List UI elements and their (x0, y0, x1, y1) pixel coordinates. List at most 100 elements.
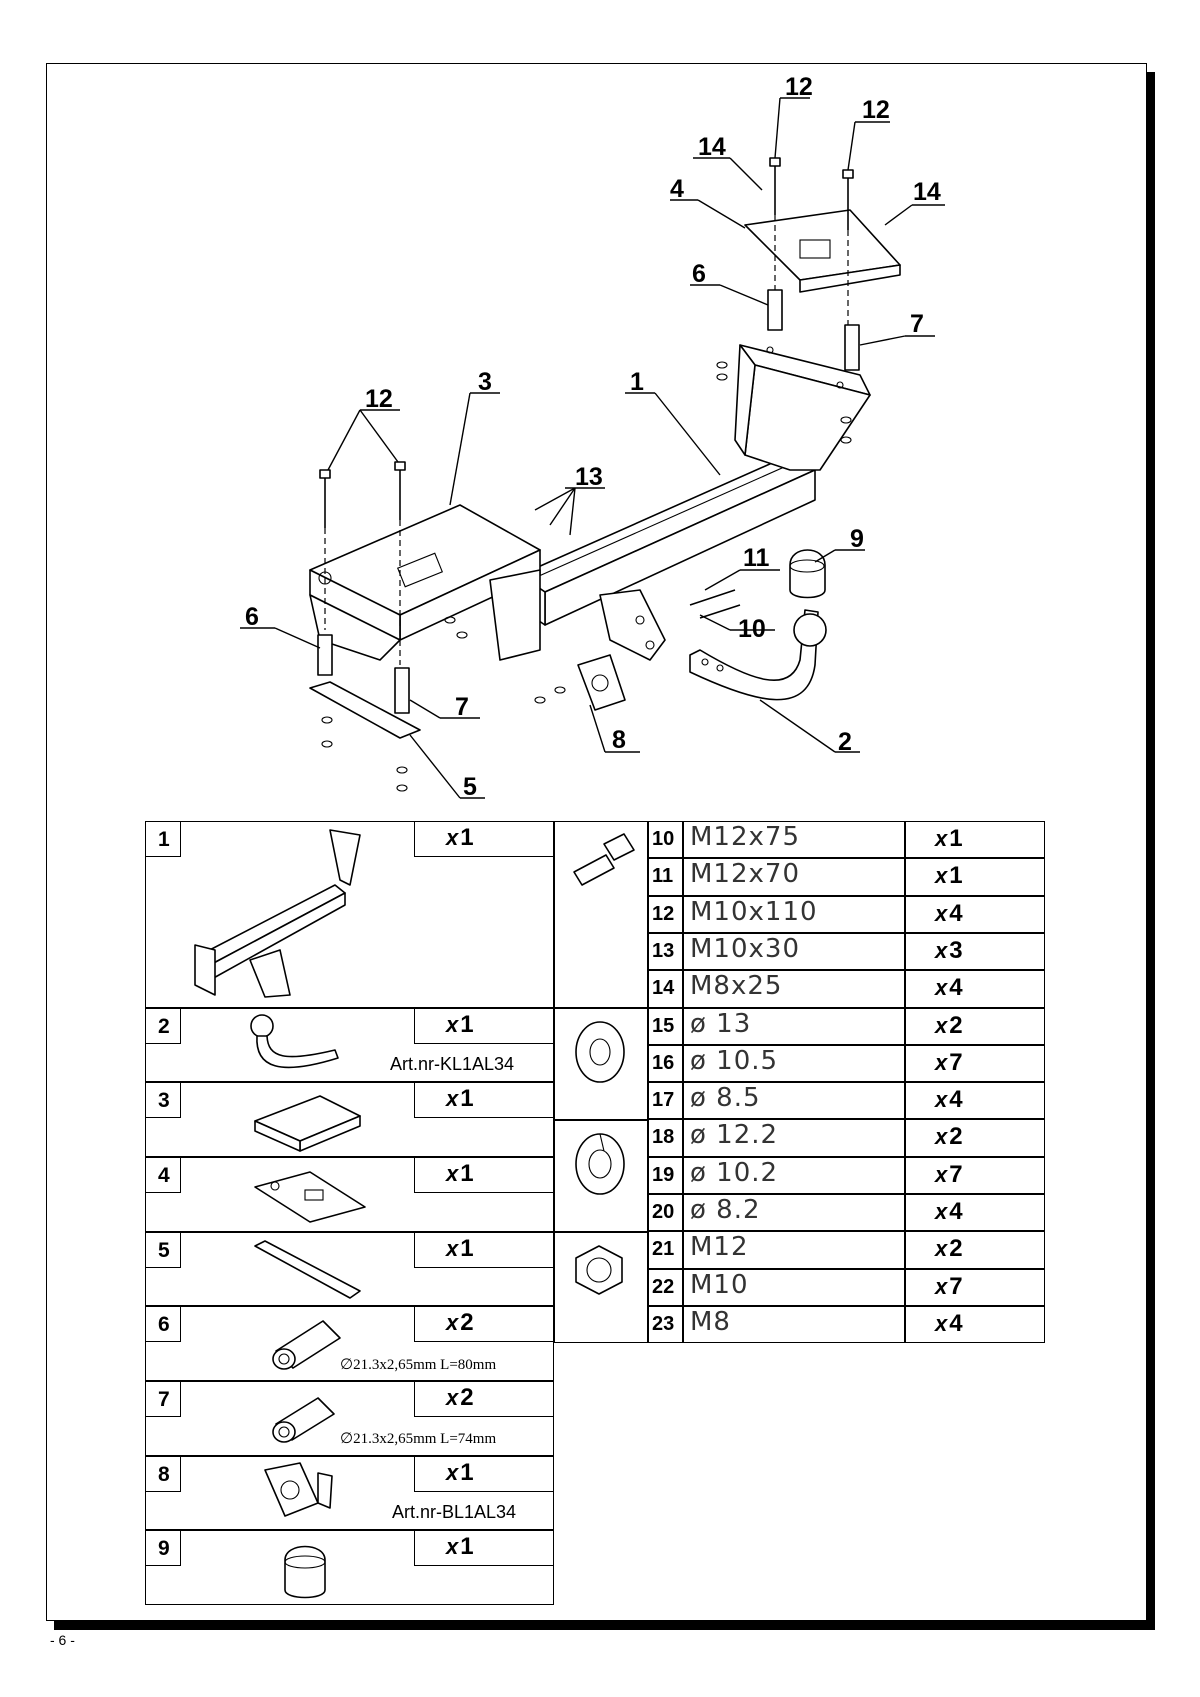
hardware-number: 18 (652, 1126, 675, 1148)
hardware-number: 14 (652, 977, 675, 999)
callout-8: 8 (612, 726, 626, 754)
part-qty-box-5 (414, 1232, 554, 1268)
hardware-num-cell (648, 821, 683, 858)
part-number: 1 (158, 828, 170, 851)
hardware-qty-cell (905, 896, 1045, 933)
hardware-qty-cell (905, 821, 1045, 858)
callout-3: 3 (478, 368, 492, 396)
hardware-quantity: x7 (935, 1273, 963, 1300)
hardware-quantity: x1 (935, 862, 963, 889)
part-qty-box-8 (414, 1456, 554, 1492)
leader-lines (240, 97, 945, 799)
part-quantity: x1 (446, 1160, 474, 1187)
hardware-size-cell (683, 970, 905, 1008)
spring-washer-icon (575, 1133, 625, 1195)
part-num-box-5 (145, 1232, 181, 1268)
part-quantity: x1 (446, 1085, 474, 1112)
callout-6: 6 (692, 260, 706, 288)
hardware-size: ø 8.5 (690, 1083, 761, 1113)
callout-12: 12 (862, 96, 890, 124)
hardware-size-cell (683, 1008, 905, 1045)
hardware-qty-cell (905, 1194, 1045, 1231)
part-number: 9 (158, 1537, 170, 1560)
spacer-tube-thumbnail (272, 1320, 341, 1370)
bolt-group-cell (554, 821, 648, 1008)
hardware-size: M8x25 (690, 971, 783, 1001)
part-quantity: x2 (446, 1309, 474, 1336)
hardware-num-cell (648, 970, 683, 1008)
hardware-size: M10x30 (690, 934, 800, 964)
part-article-number: Art.nr-BL1AL34 (392, 1502, 517, 1522)
callout-11: 11 (743, 544, 770, 572)
part-qty-box-4 (414, 1157, 554, 1193)
hardware-size-cell (683, 1306, 905, 1343)
hardware-num-cell (648, 858, 683, 896)
callout-5: 5 (463, 773, 477, 801)
callout-12: 12 (785, 73, 813, 101)
flat-plate-thumbnail (254, 1240, 361, 1299)
part-qty-box-3 (414, 1082, 554, 1118)
hardware-quantity: x2 (935, 1235, 963, 1262)
callout-1: 1 (630, 368, 644, 396)
front-bracket-part (309, 504, 541, 661)
part-quantity: x1 (446, 1011, 474, 1038)
hardware-size: ø 10.5 (690, 1046, 779, 1076)
hardware-num-cell (648, 1194, 683, 1231)
hardware-qty-cell (905, 933, 1045, 970)
hardware-size-cell (683, 1082, 905, 1119)
lower-plate-part (489, 569, 541, 661)
hardware-number: 17 (652, 1089, 675, 1111)
hardware-num-cell (648, 933, 683, 970)
hardware-size-cell (683, 1269, 905, 1306)
part-number: 4 (158, 1164, 170, 1187)
part-quantity: x1 (446, 824, 474, 851)
hardware-size: M12x70 (690, 859, 800, 889)
main-beam-part (519, 454, 816, 626)
part-number: 6 (158, 1313, 170, 1336)
hardware-size: M12x75 (690, 822, 800, 852)
drawbar-thumbnail (194, 829, 361, 998)
hardware-size-cell (683, 1231, 905, 1269)
hardware-quantity: x1 (935, 825, 963, 852)
mounting-ears-part (599, 589, 666, 661)
part-num-box-6 (145, 1306, 181, 1342)
hardware-num-cell (648, 1306, 683, 1343)
hardware-size: M8 (690, 1307, 731, 1337)
hardware-size-cell (683, 821, 905, 858)
hardware-size: ø 12.2 (690, 1120, 779, 1150)
hardware-quantity: x2 (935, 1012, 963, 1039)
bolts-part (319, 157, 854, 619)
hardware-size-cell (683, 1194, 905, 1231)
hardware-size-cell (683, 1119, 905, 1157)
alignment-lines (324, 215, 849, 665)
hardware-qty-cell (905, 970, 1045, 1008)
part-num-box-2 (145, 1008, 181, 1044)
hardware-number: 11 (652, 865, 674, 887)
part-num-box-3 (145, 1082, 181, 1118)
part-num-box-9 (145, 1530, 181, 1566)
hardware-size: M10x110 (690, 897, 818, 927)
callout-labels: 12 12 14 14 4 6 7 1 3 12 13 9 11 10 2 8 … (245, 73, 941, 801)
page-number: - 6 - (50, 1632, 75, 1648)
callout-12: 12 (365, 385, 393, 413)
hardware-size: M10 (690, 1270, 749, 1300)
part-number: 5 (158, 1239, 170, 1262)
hardware-number: 13 (652, 940, 675, 962)
hardware-quantity: x4 (935, 900, 963, 927)
part-qty-box-6 (414, 1306, 554, 1342)
hardware-qty-cell (905, 1008, 1045, 1045)
hardware-number: 21 (652, 1238, 675, 1260)
hardware-size-cell (683, 933, 905, 970)
top-plate-thumbnail (254, 1171, 366, 1223)
part-num-box-4 (145, 1157, 181, 1193)
hardware-number: 10 (652, 828, 675, 850)
hardware-qty-cell (905, 1306, 1045, 1343)
hardware-num-cell (648, 1045, 683, 1082)
hardware-quantity: x4 (935, 1198, 963, 1225)
hardware-size-cell (683, 858, 905, 896)
part-quantity: x1 (446, 1533, 474, 1560)
callout-2: 2 (838, 728, 852, 756)
callout-13: 13 (575, 463, 603, 491)
hardware-quantity: x7 (935, 1049, 963, 1076)
part-number: 3 (158, 1089, 170, 1112)
